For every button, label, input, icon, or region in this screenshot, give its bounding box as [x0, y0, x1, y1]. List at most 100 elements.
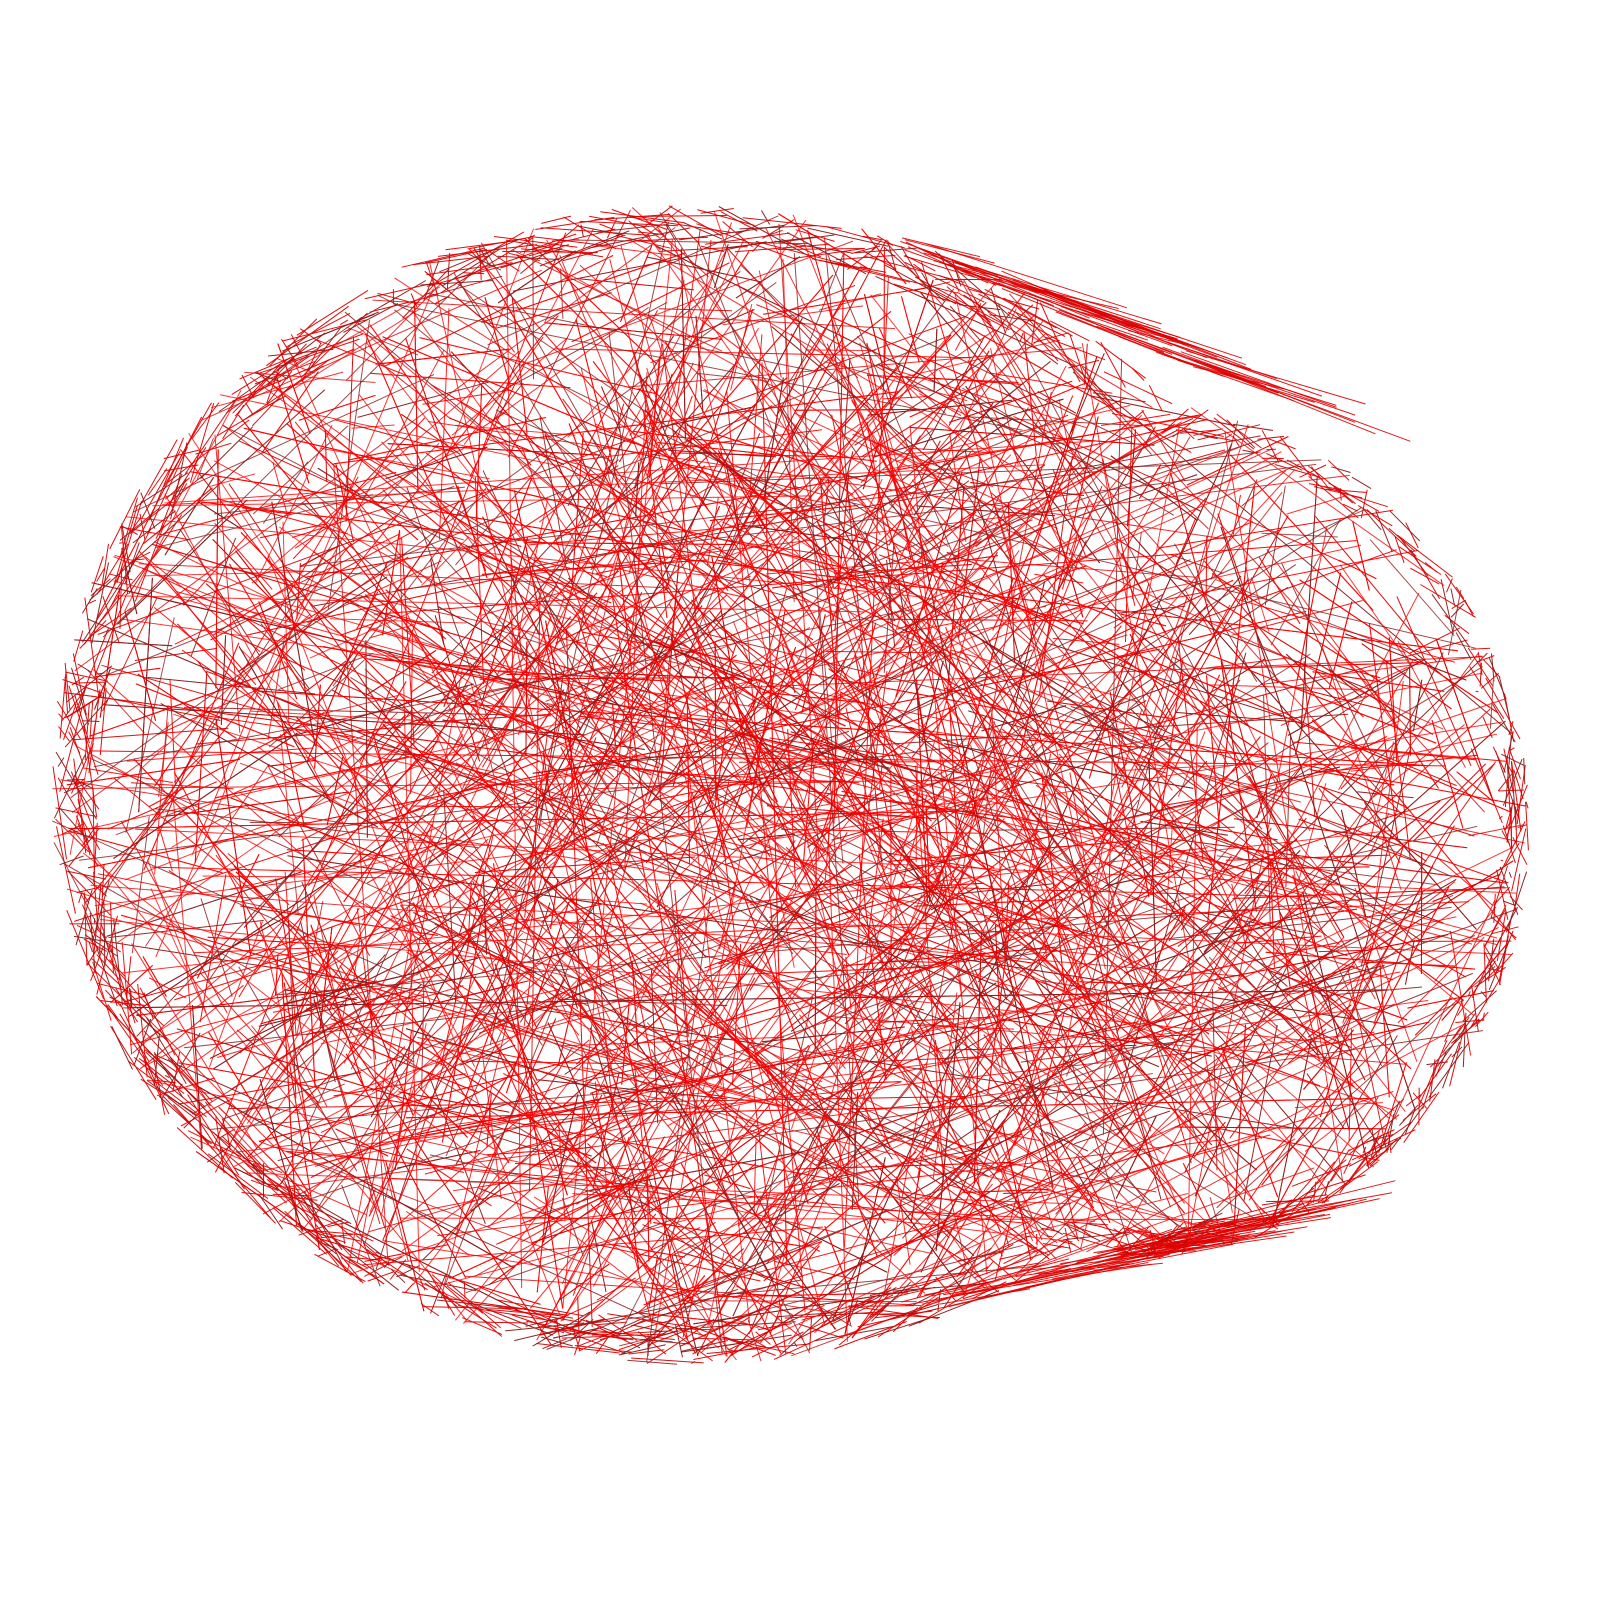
graph-edge: [1357, 791, 1414, 799]
graph-edge: [292, 486, 455, 538]
graph-edge: [862, 279, 934, 490]
graph-edge: [788, 630, 1257, 1345]
graph-edge: [159, 1029, 211, 1107]
graph-edge: [1116, 940, 1284, 1248]
graph-edge: [266, 350, 445, 678]
graph-edge: [1206, 684, 1358, 690]
graph-edge: [685, 743, 751, 1324]
graph-edge: [1306, 1073, 1345, 1130]
graph-edge: [1405, 522, 1419, 549]
graph-edge: [210, 1146, 271, 1219]
graph-edge: [1150, 904, 1301, 1027]
graph-edge: [1397, 640, 1466, 768]
graph-edge: [643, 410, 668, 619]
graph-edge: [368, 1200, 475, 1233]
graph-edge: [755, 1331, 771, 1345]
graph-edge: [547, 1022, 637, 1216]
graph-edge: [489, 221, 670, 1046]
graph-edge: [1084, 633, 1278, 763]
graph-edge: [66, 758, 240, 786]
graph-edge: [316, 1205, 385, 1267]
graph-edge: [1081, 366, 1117, 412]
graph-edge: [1382, 1100, 1400, 1147]
graph-edge: [222, 425, 1336, 1003]
graph-edge: [1490, 916, 1517, 939]
graph-edge: [1071, 667, 1218, 723]
graph-edge: [632, 1324, 663, 1333]
graph-edge: [611, 208, 668, 230]
graph-edge: [1162, 346, 1239, 375]
graph-edge: [314, 684, 321, 769]
graph-edge: [598, 1314, 638, 1342]
graph-edge: [918, 674, 1221, 1298]
graph-edge: [763, 377, 784, 500]
graph-edge: [1287, 658, 1426, 736]
graph-edge: [246, 1115, 464, 1173]
graph-edge: [1058, 309, 1279, 394]
graph-edge: [1001, 728, 1352, 1019]
graph-edge: [938, 274, 986, 294]
graph-edge: [475, 384, 483, 522]
graph-edge: [190, 471, 735, 561]
graph-edge: [1491, 653, 1495, 682]
graph-edge: [264, 1048, 320, 1098]
graph-edge: [158, 825, 173, 872]
graph-edge: [1188, 575, 1242, 636]
graph-edge: [162, 471, 397, 535]
graph-edge: [1500, 859, 1504, 862]
graph-edge: [233, 664, 529, 1138]
graph-edge: [900, 240, 999, 276]
graph-edge: [697, 240, 835, 589]
graph-edge: [300, 451, 1261, 567]
graph-edge: [963, 279, 1376, 1000]
graph-edge: [792, 485, 841, 501]
graph-edge: [392, 1026, 597, 1164]
graph-edge: [1444, 573, 1475, 615]
graph-edge: [1023, 331, 1037, 456]
graph-edge: [898, 942, 1035, 964]
graph-edge: [93, 933, 121, 953]
graph-edge: [1015, 312, 1059, 362]
graph-edge: [1480, 991, 1487, 998]
graph-edge: [1499, 677, 1510, 719]
graph-edge: [811, 1287, 892, 1333]
graph-edge: [449, 1251, 507, 1279]
graph-edge: [1291, 1161, 1336, 1213]
graph-edge: [643, 948, 986, 1289]
graph-edge: [135, 683, 295, 748]
graph-edge: [1270, 518, 1341, 646]
graph-edge: [913, 263, 925, 273]
graph-edge: [1162, 797, 1206, 807]
graph-edge: [1342, 738, 1457, 787]
graph-edge: [893, 708, 1491, 1256]
graph-edge: [570, 1088, 687, 1176]
graph-edge: [493, 236, 578, 248]
graph-edge: [1009, 1021, 1139, 1050]
graph-edge: [1157, 509, 1393, 549]
graph-edge: [533, 559, 607, 578]
graph-edge: [245, 1172, 1072, 1205]
graph-edge: [949, 707, 1326, 1189]
graph-edge: [778, 248, 865, 250]
graph-edge: [680, 1342, 746, 1353]
graph-edge: [310, 924, 365, 1089]
graph-edge: [1033, 284, 1252, 370]
graph-edge: [358, 394, 729, 882]
graph-edge: [207, 1153, 269, 1200]
graph-edge: [343, 238, 745, 1064]
graph-edge: [1178, 1110, 1213, 1146]
graph-edge: [1161, 408, 1189, 434]
graph-edge: [394, 277, 1040, 697]
graph-edge: [944, 1023, 1465, 1300]
graph-edge: [742, 524, 868, 543]
graph-edge: [1144, 907, 1248, 1103]
graph-edge: [562, 1007, 671, 1107]
graph-edge: [758, 270, 782, 378]
graph-edge: [1113, 762, 1183, 840]
graph-edge: [1234, 818, 1468, 849]
graph-edge: [637, 1331, 667, 1355]
graph-edge: [689, 1328, 712, 1331]
graph-edge: [1185, 350, 1366, 405]
graph-edge: [725, 848, 772, 866]
graph-edge: [628, 1213, 657, 1245]
